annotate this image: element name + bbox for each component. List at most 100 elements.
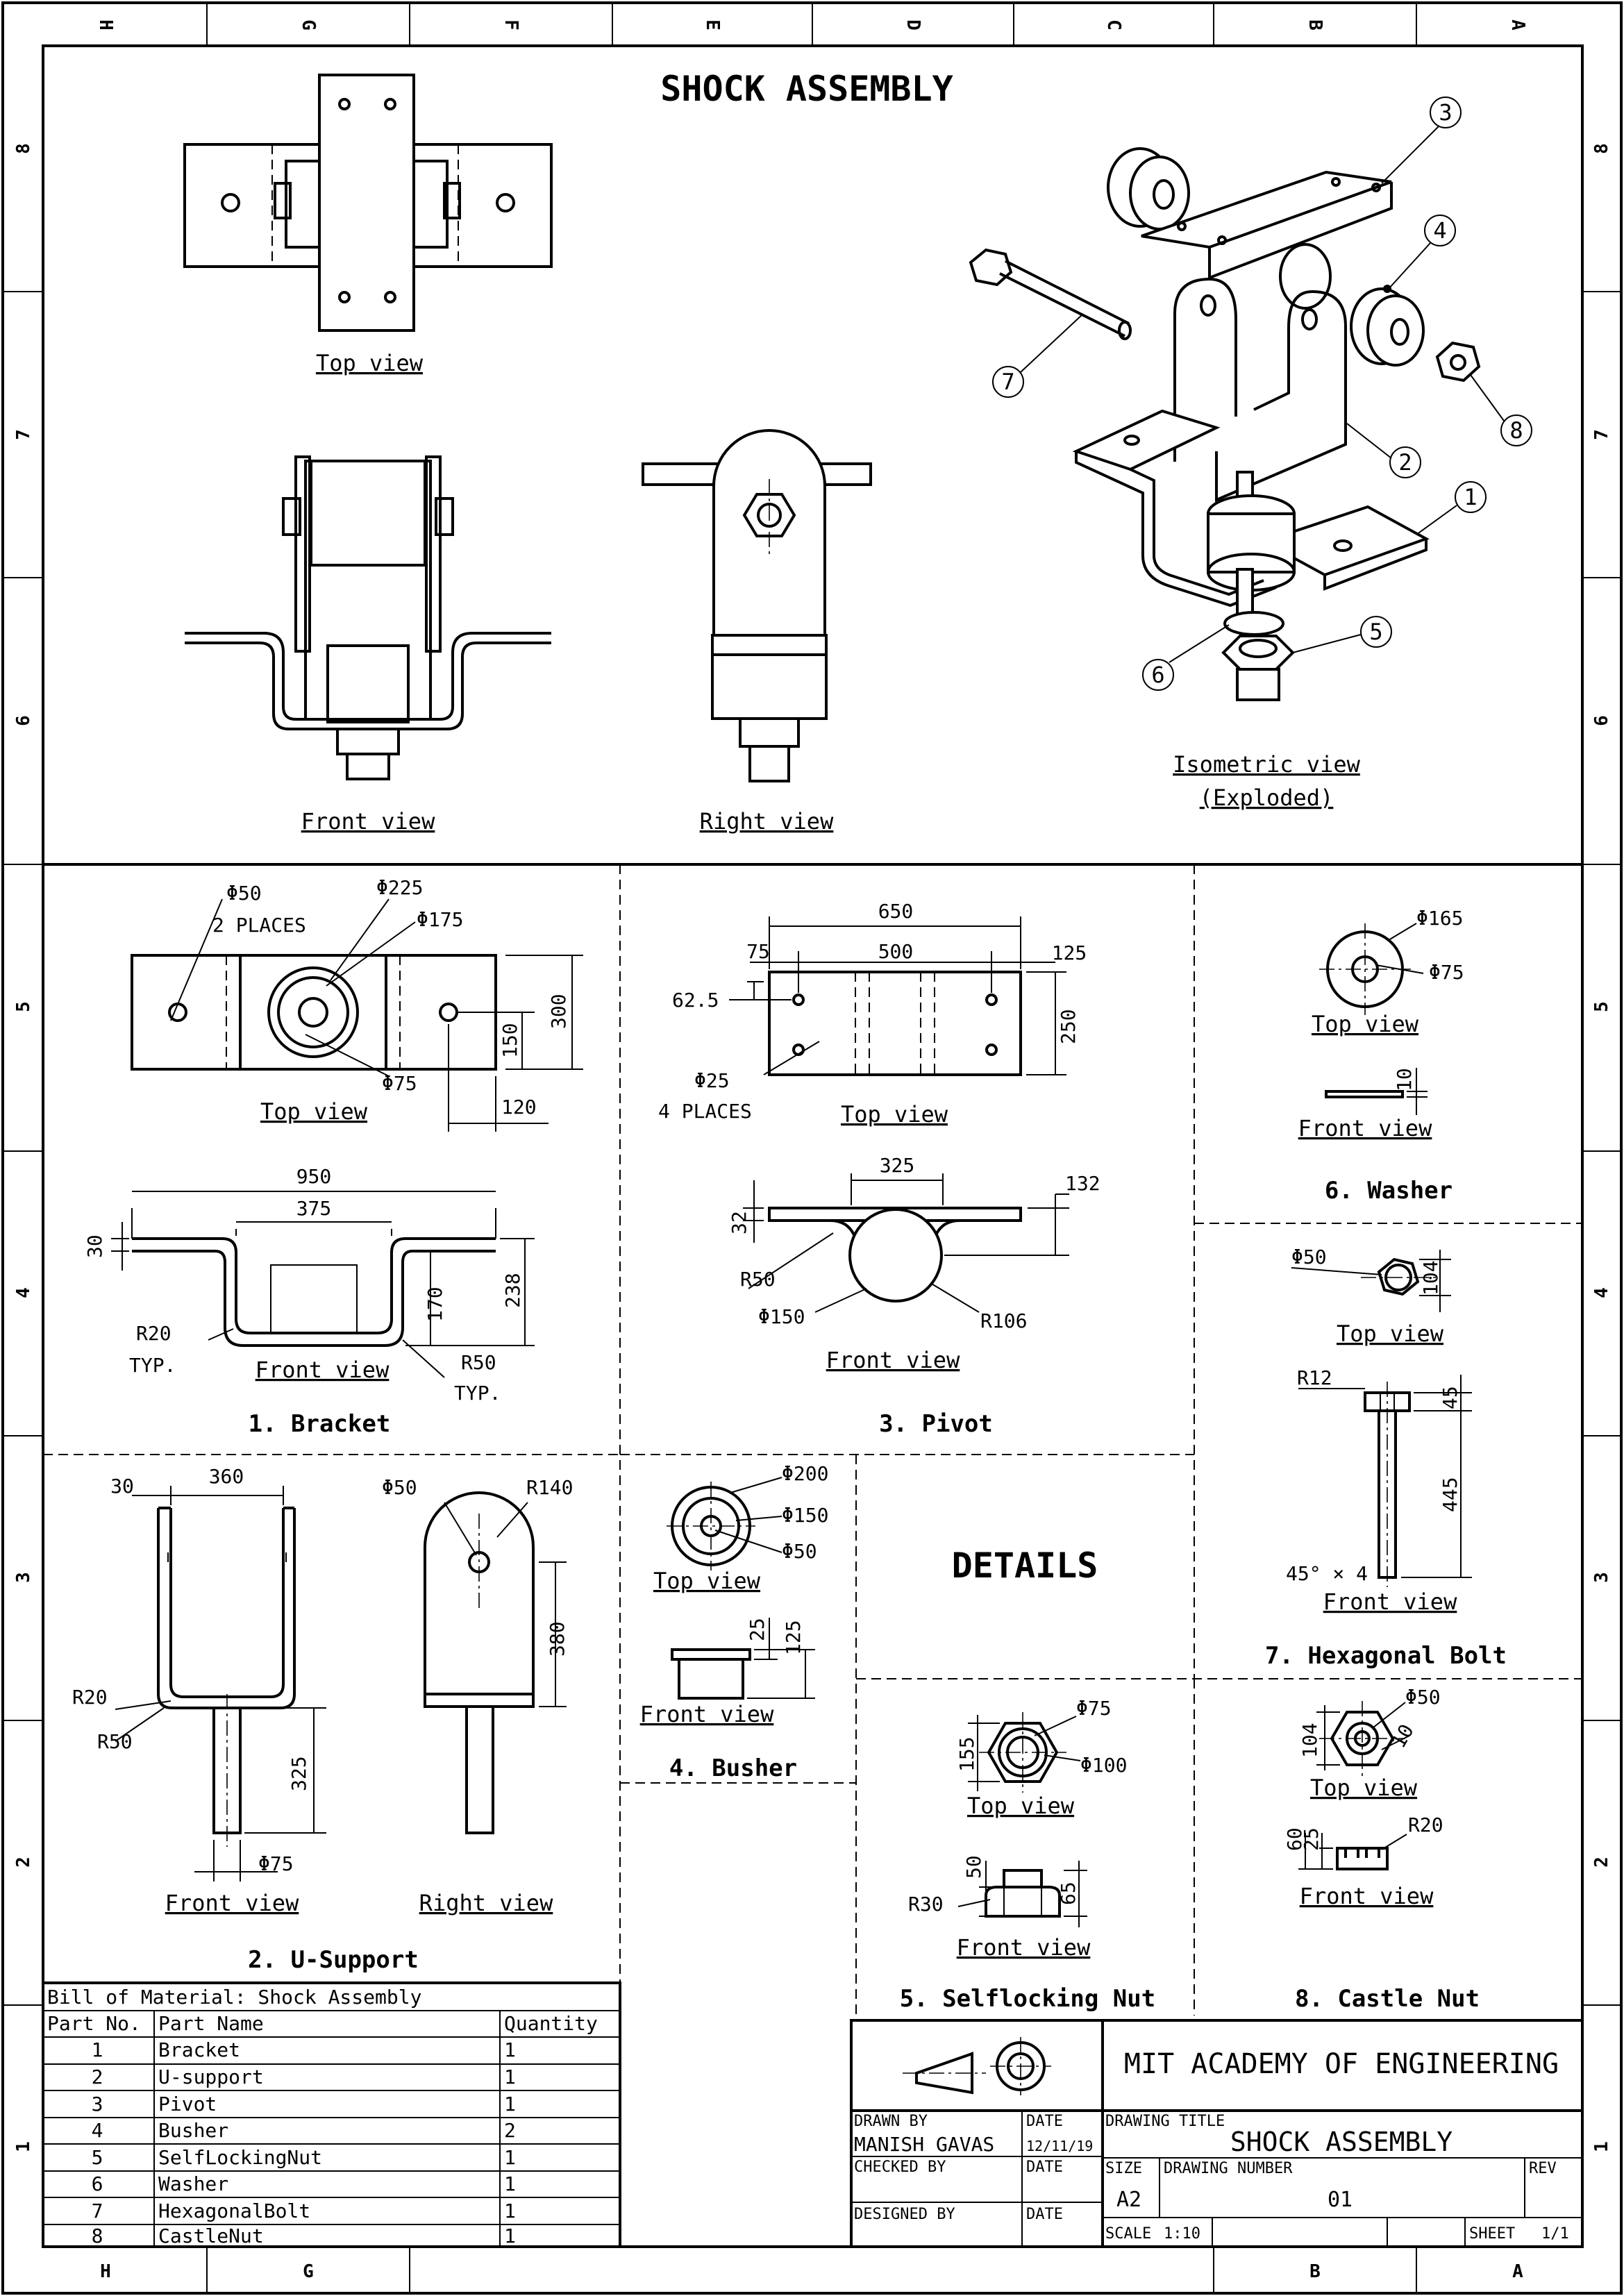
svg-text:10: 10 (1393, 1068, 1416, 1091)
grid-number: 6 (13, 715, 34, 726)
svg-text:Φ175: Φ175 (417, 908, 463, 931)
svg-text:Φ50: Φ50 (782, 1540, 817, 1563)
svg-text:R140: R140 (526, 1476, 573, 1499)
svg-text:R12: R12 (1297, 1366, 1332, 1389)
nut-dim-text: Φ75 Φ100 155 50 65 R30 (908, 1697, 1127, 1916)
svg-text:Φ50: Φ50 (226, 882, 262, 905)
bom-cell: Busher (158, 2119, 228, 2142)
pivot-top-dim-text: 650 75 500 125 62.5 250 Φ25 4 PLACES (658, 900, 1087, 1123)
svg-text:104: 104 (1419, 1260, 1442, 1296)
svg-text:Φ150: Φ150 (758, 1305, 805, 1328)
bom-cell: 1 (504, 2065, 516, 2088)
grid-number: 7 (13, 429, 34, 440)
bom-cell: U-support (158, 2065, 264, 2088)
bom-cell: 1 (504, 2093, 516, 2115)
sheet-value: 1/1 (1541, 2225, 1569, 2243)
bom-cell: HexagonalBolt (158, 2199, 310, 2222)
svg-text:8: 8 (1509, 417, 1523, 444)
svg-text:30: 30 (110, 1475, 134, 1498)
grid-ticks (3, 3, 1621, 2293)
bom-title: Bill of Material: Shock Assembly (47, 1986, 421, 2009)
svg-text:650: 650 (878, 900, 914, 923)
svg-text:Φ50: Φ50 (382, 1476, 417, 1499)
svg-text:50: 50 (962, 1855, 985, 1879)
svg-text:4 PLACES: 4 PLACES (658, 1100, 752, 1123)
svg-text:300: 300 (547, 994, 570, 1029)
bom-header-quantity: Quantity (504, 2012, 598, 2035)
castle-nut-dim-text: 104 Φ50 10 60 25 R20 (1283, 1686, 1443, 1851)
bom-header-part-no: Part No. (47, 2012, 141, 2035)
grid-letter: A (1512, 2261, 1523, 2282)
svg-text:Φ50: Φ50 (1291, 1246, 1327, 1268)
pivot-front-view-label: Front view (826, 1347, 960, 1373)
nut-front-view-label: Front view (957, 1934, 1091, 1961)
grid-number: 7 (1591, 429, 1612, 440)
scale-label: SCALE (1105, 2225, 1151, 2243)
grid-letter: G (303, 2261, 314, 2282)
grid-number: 5 (1591, 1001, 1612, 1012)
bracket-front-view-label: Front view (256, 1357, 390, 1383)
balloon-6: 6 (1142, 624, 1230, 691)
usupport-front-dim-text: 30 360 R20 R50 325 Φ75 (72, 1465, 310, 1875)
bom-cell: 1 (504, 2146, 516, 2169)
grid-letter: G (298, 19, 319, 31)
grid-number: 3 (13, 1572, 34, 1583)
sheet-title: SHOCK ASSEMBLY (660, 69, 953, 109)
svg-text:Φ150: Φ150 (782, 1504, 828, 1527)
drawing-number-label: DRAWING NUMBER (1164, 2160, 1293, 2177)
grid-number: 6 (1591, 715, 1612, 726)
svg-text:250: 250 (1057, 1009, 1080, 1044)
bom-cell: Pivot (158, 2093, 217, 2115)
balloon-4: 4 (1388, 215, 1456, 290)
svg-text:6: 6 (1151, 662, 1164, 688)
washer-title: 6. Washer (1325, 1177, 1453, 1205)
bom-cell: 1 (504, 2224, 516, 2247)
grid-letters-top: H G F E D C B A (95, 19, 1528, 31)
svg-text:325: 325 (880, 1154, 915, 1177)
svg-text:R20: R20 (1408, 1813, 1443, 1836)
svg-text:25: 25 (1300, 1827, 1323, 1851)
grid-numbers: 8 7 6 5 4 3 2 1 8 7 6 5 4 3 2 1 (13, 143, 1612, 2152)
assembly-right-view (642, 429, 872, 782)
bom-cell: 4 (92, 2119, 103, 2142)
pivot-front-dim-text: 325 132 32 R50 Φ150 R106 (728, 1154, 1100, 1332)
svg-text:155: 155 (955, 1736, 978, 1772)
pivot-top-view-label: Top view (841, 1101, 948, 1128)
drawn-by-value: MANISH GAVAS (854, 2133, 994, 2156)
svg-text:32: 32 (728, 1211, 751, 1234)
bom-cell: Washer (158, 2172, 228, 2195)
drawing-number-value: 01 (1328, 2188, 1353, 2212)
bolt-front-view-label: Front view (1323, 1589, 1457, 1615)
bom-cell: 6 (92, 2172, 103, 2195)
svg-text:3: 3 (1439, 99, 1452, 126)
nut-views (957, 1712, 1087, 1927)
svg-text:30: 30 (83, 1234, 106, 1258)
balloon-5: 5 (1292, 616, 1392, 653)
pivot-title: 3. Pivot (879, 1410, 993, 1438)
bom-cell: 3 (92, 2093, 103, 2115)
svg-text:7: 7 (1001, 369, 1014, 395)
bracket-front-dim-text: 950 375 30 170 238 R20 TYP. R50 TYP. (83, 1165, 524, 1405)
svg-text:360: 360 (209, 1465, 244, 1488)
rev-label: REV (1529, 2160, 1557, 2177)
bolt-views (1291, 1250, 1472, 1587)
nut-title: 5. Selflocking Nut (900, 1985, 1155, 2013)
pivot-top-view (729, 916, 1066, 1076)
svg-text:380: 380 (546, 1621, 569, 1657)
balloon-3: 3 (1381, 97, 1462, 184)
bom-cell: 2 (504, 2119, 516, 2142)
usupport-right-dim-text: Φ50 R140 380 (382, 1476, 573, 1657)
svg-text:2: 2 (1398, 449, 1412, 476)
usupport-title: 2. U-Support (248, 1946, 419, 1974)
svg-text:4: 4 (1433, 217, 1446, 244)
grid-number: 3 (1591, 1572, 1612, 1583)
svg-text:5: 5 (1369, 619, 1382, 645)
assembly-front-view (185, 455, 551, 780)
institute-name: MIT ACADEMY OF ENGINEERING (1124, 2048, 1559, 2080)
svg-text:238: 238 (501, 1273, 524, 1308)
bracket-top-view (131, 898, 583, 1132)
grid-letter: B (1305, 19, 1325, 31)
grid-letter: H (95, 19, 116, 31)
castle-nut-views (1298, 1701, 1410, 1870)
